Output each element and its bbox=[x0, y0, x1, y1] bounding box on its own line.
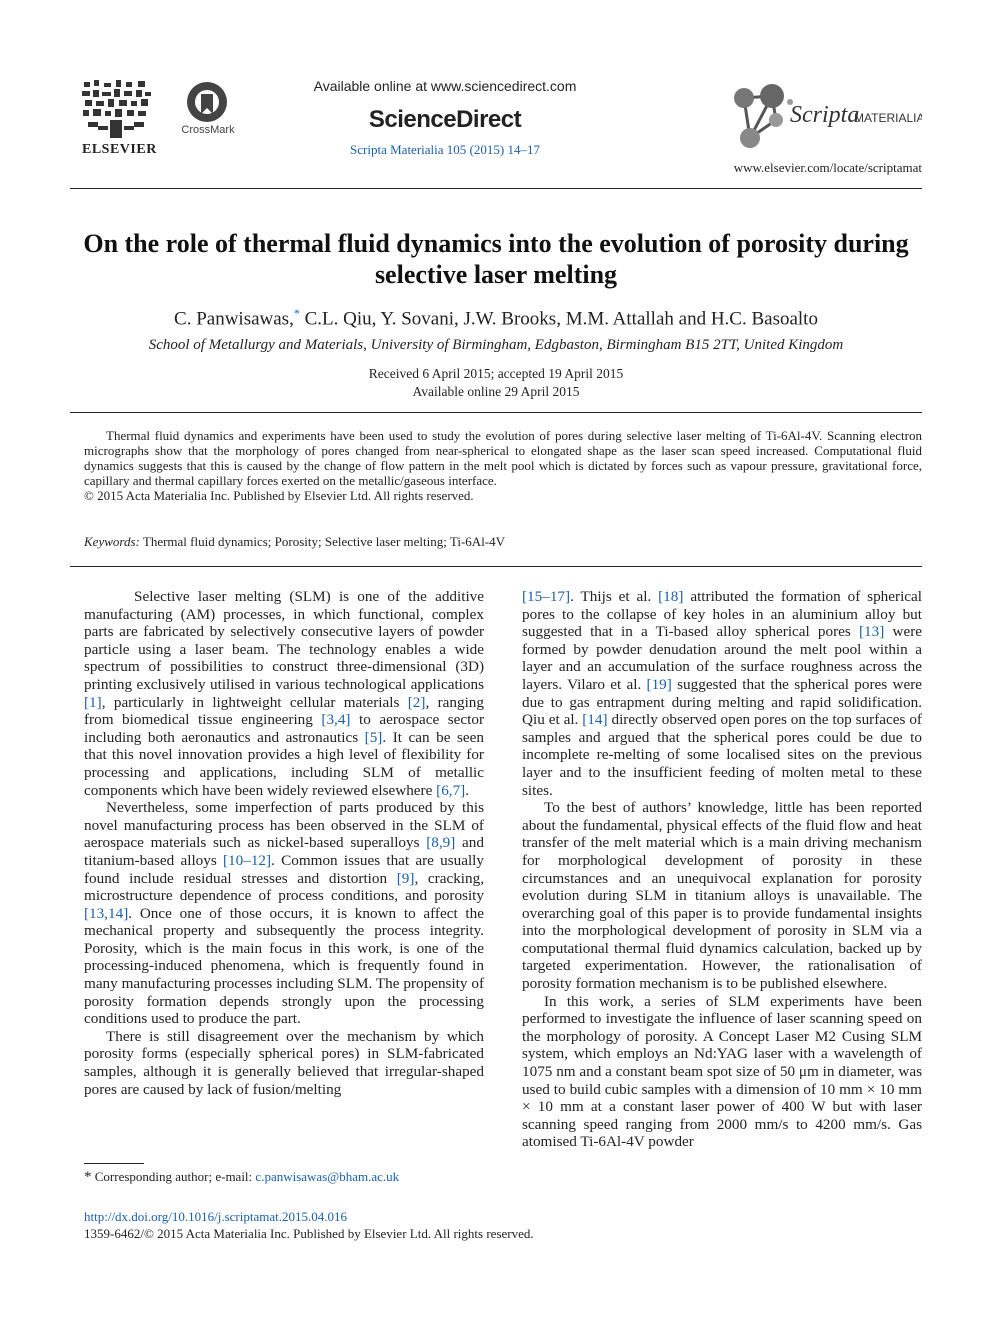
corresponding-author-footnote: * Corresponding author; e-mail: c.panwis… bbox=[84, 1169, 484, 1186]
footnote-rule bbox=[84, 1163, 144, 1164]
scripta-materialia-logo-icon: Scripta MATERIALIA bbox=[734, 84, 922, 148]
keywords-list: Thermal fluid dynamics; Porosity; Select… bbox=[139, 534, 506, 549]
body-text: , ranging from biomedical tissue enginee… bbox=[84, 693, 484, 729]
journal-logo-name: Scripta bbox=[790, 102, 859, 128]
citation-link[interactable]: [19] bbox=[646, 675, 672, 693]
body-text: . Once one of those occurs, it is known … bbox=[84, 904, 484, 1028]
elsevier-tree-logo-icon bbox=[80, 78, 154, 142]
keywords: Keywords: Thermal fluid dynamics; Porosi… bbox=[84, 534, 922, 550]
body-text: Nevertheless, some imperfection of parts… bbox=[84, 799, 484, 852]
abstract-bottom-rule bbox=[70, 566, 922, 567]
received-accepted: Received 6 April 2015; accepted 19 April… bbox=[368, 366, 624, 381]
body-text: , cracking, microstructure dependence of… bbox=[84, 869, 485, 905]
citation-link[interactable]: [13,14] bbox=[84, 904, 129, 922]
publisher-name: ELSEVIER bbox=[82, 142, 157, 157]
body-paragraph: Nevertheless, some imperfection of parts… bbox=[84, 799, 484, 1028]
citation-link[interactable]: [3,4] bbox=[321, 711, 351, 729]
citation-link[interactable]: [8,9] bbox=[426, 834, 456, 852]
body-text: , particularly in lightweight cellular m… bbox=[101, 693, 408, 711]
citation-link[interactable]: [5] bbox=[364, 728, 383, 746]
article-dates: Received 6 April 2015; accepted 19 April… bbox=[70, 365, 922, 401]
body-text: attributed the formation of spherical po… bbox=[522, 588, 922, 641]
abstract-top-rule bbox=[70, 412, 922, 413]
body-text: directly observed open pores on the top … bbox=[522, 711, 922, 799]
first-author[interactable]: C. Panwisawas, bbox=[174, 308, 294, 330]
abstract: Thermal fluid dynamics and experiments h… bbox=[84, 428, 922, 488]
body-column-right: [15–17]. Thijs et al. [18] attributed th… bbox=[522, 588, 922, 1151]
body-paragraph: There is still disagreement over the mec… bbox=[84, 1028, 484, 1098]
citation-link[interactable]: [18] bbox=[658, 588, 684, 605]
citation-link[interactable]: [2] bbox=[407, 693, 426, 711]
issn-copyright: 1359-6462/© 2015 Acta Materialia Inc. Pu… bbox=[84, 1226, 534, 1241]
other-authors: C.L. Qiu, Y. Sovani, J.W. Brooks, M.M. A… bbox=[299, 308, 818, 330]
sciencedirect-wordmark: ScienceDirect bbox=[368, 106, 522, 133]
keywords-label: Keywords: bbox=[84, 534, 140, 549]
crossmark-icon[interactable] bbox=[182, 80, 232, 124]
author-email-link[interactable]: c.panwisawas@bham.ac.uk bbox=[255, 1169, 400, 1184]
journal-url[interactable]: www.elsevier.com/locate/scriptamat bbox=[733, 160, 922, 175]
body-paragraph: To the best of authors’ knowledge, littl… bbox=[522, 799, 922, 993]
available-online-text: Available online at www.sciencedirect.co… bbox=[313, 78, 577, 94]
body-text: In this work, a series of SLM experiment… bbox=[522, 992, 922, 1151]
doi-link[interactable]: http://dx.doi.org/10.1016/j.scriptamat.2… bbox=[84, 1209, 347, 1224]
author-list: C. Panwisawas,* C.L. Qiu, Y. Sovani, J.W… bbox=[70, 306, 922, 330]
body-paragraph: Selective laser melting (SLM) is one of … bbox=[84, 588, 484, 799]
body-text: To the best of authors’ knowledge, littl… bbox=[522, 799, 922, 993]
article-title: On the role of thermal fluid dynamics in… bbox=[83, 229, 909, 289]
body-column-left: Selective laser melting (SLM) is one of … bbox=[84, 588, 484, 1098]
body-text: . It can be seen that this novel innovat… bbox=[84, 728, 484, 799]
journal-reference-link[interactable]: Scripta Materialia 105 (2015) 14–17 bbox=[350, 142, 540, 157]
footnote-marker: * bbox=[84, 1169, 92, 1185]
body-text: Selective laser melting (SLM) is one of … bbox=[84, 588, 484, 693]
citation-link[interactable]: [9] bbox=[396, 869, 415, 887]
crossmark-label: CrossMark bbox=[181, 124, 235, 136]
body-text: to aerospace sector including both aeron… bbox=[84, 711, 485, 746]
citation-link[interactable]: [6,7] bbox=[436, 781, 466, 799]
body-text: . Thijs et al. bbox=[570, 588, 659, 605]
journal-logo-sub: MATERIALIA bbox=[854, 111, 922, 125]
body-text: and titanium-based alloys bbox=[84, 834, 484, 869]
citation-link[interactable]: [10–12] bbox=[222, 851, 272, 869]
citation-link[interactable]: [1] bbox=[84, 693, 102, 711]
citation-link[interactable]: [15–17] bbox=[522, 588, 571, 605]
available-online-date: Available online 29 April 2015 bbox=[412, 384, 580, 399]
body-text: suggested that the spherical pores were … bbox=[522, 675, 922, 729]
header-rule bbox=[70, 188, 922, 189]
footnote-text: Corresponding author; e-mail: bbox=[91, 1169, 256, 1184]
body-text: were formed by powder denudation around … bbox=[522, 623, 922, 693]
citation-link[interactable]: [14] bbox=[582, 711, 608, 729]
body-paragraph: In this work, a series of SLM experiment… bbox=[522, 993, 922, 1151]
affiliation: School of Metallurgy and Materials, Univ… bbox=[148, 337, 844, 353]
abstract-copyright: © 2015 Acta Materialia Inc. Published by… bbox=[84, 488, 474, 503]
corresponding-author-marker[interactable]: * bbox=[293, 306, 300, 320]
body-text: There is still disagreement over the mec… bbox=[84, 1027, 484, 1098]
body-paragraph: [15–17]. Thijs et al. [18] attributed th… bbox=[522, 588, 922, 799]
body-text: . bbox=[465, 781, 470, 799]
citation-link[interactable]: [13] bbox=[859, 623, 885, 641]
body-text: . Common issues that are usually found i… bbox=[84, 851, 484, 887]
